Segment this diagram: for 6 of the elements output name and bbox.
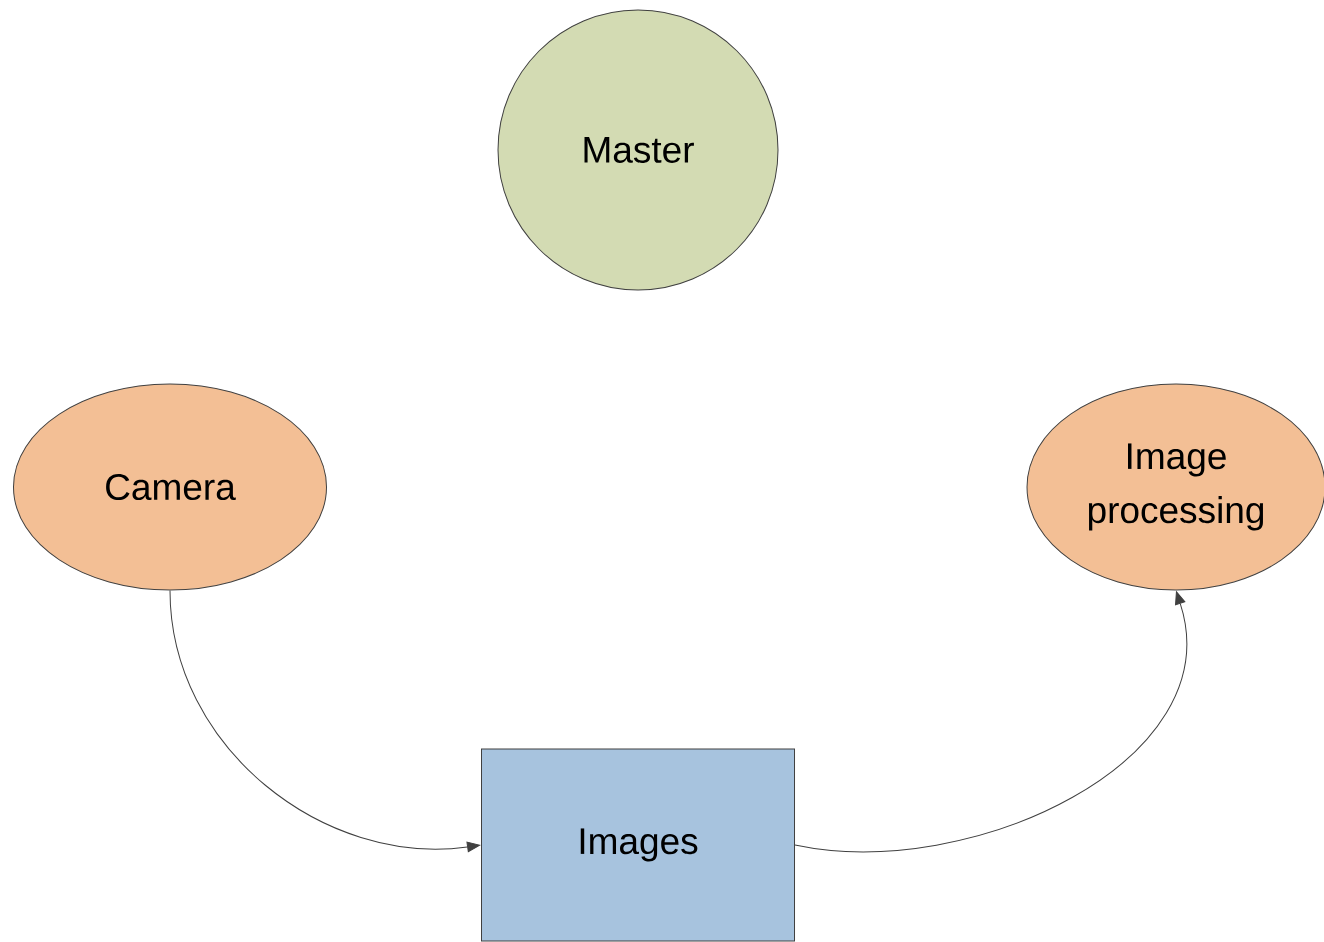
circle-node: Master [497,9,779,291]
arrow [794,591,1188,852]
ellipse-node: Camera [13,383,327,591]
arrow [169,590,481,853]
process-box: Images [481,748,795,942]
ellipse-node: Image processing [1026,383,1324,591]
